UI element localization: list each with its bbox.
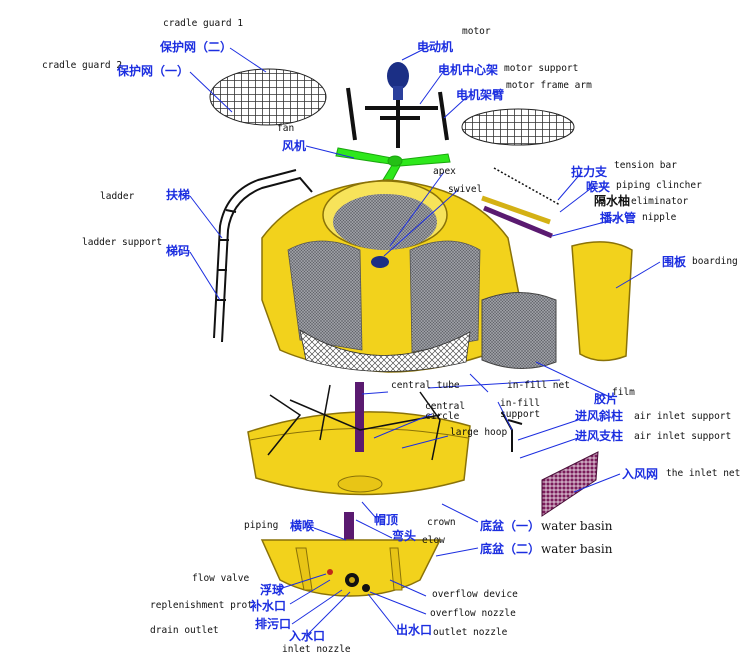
- label-air-inlet-support-1-en: air inlet support: [634, 411, 732, 422]
- label-inlet-nozzle-en: inlet nozzle: [282, 644, 351, 655]
- label-piping-en: piping: [244, 520, 279, 531]
- air-inlet-base: [247, 382, 471, 496]
- label-flow-valve-cn: 浮球: [260, 583, 285, 597]
- ladder-icon: [213, 169, 313, 343]
- label-nipple-cn: 播水管: [600, 211, 637, 225]
- label-air-inlet-support-2-cn: 进风支柱: [575, 429, 624, 443]
- label-infill-net-en: in-fill net: [507, 380, 570, 391]
- cradle-guard-2-mesh: [209, 68, 327, 126]
- motor-frame-arm: [346, 87, 449, 148]
- label-inlet-net-en: the inlet net: [666, 468, 741, 479]
- eliminator-bar: [481, 195, 551, 225]
- label-cradle-guard-1-cn: 保护网（一）: [117, 64, 190, 78]
- label-motor-cn: 电动机: [417, 40, 454, 54]
- label-piping-cn: 横喉: [290, 519, 315, 533]
- label-cradle-guard-1-en: cradle guard 1: [163, 18, 244, 29]
- label-replenishment-en: replenishment prot: [150, 600, 253, 611]
- label-central-circle-en-1: central: [425, 401, 466, 412]
- label-drain-outlet-cn: 排污口: [255, 617, 292, 631]
- label-elbow-en: elow: [422, 535, 445, 546]
- label-tension-bar-en: tension bar: [614, 160, 677, 171]
- label-overflow-device-en: overflow device: [432, 589, 518, 600]
- label-flow-valve-en: flow valve: [192, 573, 250, 584]
- label-eliminator-cn: 隔水柚: [594, 194, 631, 208]
- inlet-net: [541, 451, 599, 517]
- label-crown-cn: 帽顶: [374, 513, 399, 527]
- label-outlet-nozzle-en: outlet nozzle: [433, 627, 508, 638]
- label-tension-bar-cn: 拉力支: [571, 165, 608, 179]
- label-motor-frame-arm-cn: 电机架臂: [456, 88, 505, 102]
- label-drain-outlet-en: drain outlet: [150, 625, 219, 636]
- infill-block: [481, 292, 557, 370]
- label-crown-en: crown: [427, 517, 456, 528]
- label-apex-en: apex: [433, 166, 456, 177]
- tension-bar: [493, 167, 561, 206]
- label-ladder-support-cn: 梯码: [166, 244, 191, 258]
- label-fan-en: fan: [277, 123, 295, 134]
- label-outlet-nozzle-cn: 出水口: [396, 623, 433, 637]
- label-central-tube-en: central tube: [391, 380, 460, 391]
- label-boarding-en: boarding: [692, 256, 738, 267]
- label-replenishment-cn: 补水口: [250, 599, 287, 613]
- cradle-guard-1-mesh: [461, 108, 575, 146]
- label-ladder-en: ladder: [100, 191, 135, 202]
- label-ladder-cn: 扶梯: [166, 188, 191, 202]
- label-central-circle-en-2: circle: [425, 411, 460, 422]
- boarding-panel: [571, 241, 633, 362]
- label-nipple-en: nipple: [642, 212, 677, 223]
- label-fan-cn: 风机: [282, 139, 307, 153]
- label-motor-support-en: motor support: [504, 63, 579, 74]
- label-water-basin-2-en: water basin: [541, 542, 613, 556]
- leader-lines: [189, 45, 661, 637]
- label-infill-support-en-1: in-fill: [500, 398, 541, 409]
- label-inlet-nozzle-cn: 入水口: [289, 629, 326, 643]
- label-motor-frame-arm-en: motor frame arm: [506, 80, 592, 91]
- tower-shell: [261, 179, 521, 373]
- label-ladder-support-en: ladder support: [82, 237, 163, 248]
- label-large-hoop-en: large hoop: [450, 427, 508, 438]
- label-film-cn: 胶片: [594, 392, 619, 406]
- label-infill-support-en-2: support: [500, 409, 541, 420]
- label-motor-support-cn: 电机中心架: [438, 63, 499, 77]
- label-film-en: film: [612, 387, 635, 398]
- label-inlet-net-cn: 入风网: [622, 467, 659, 481]
- label-water-basin-2-cn: 底盆（二）: [480, 542, 541, 556]
- label-air-inlet-support-1-cn: 进风斜柱: [575, 409, 624, 423]
- label-piping-clincher-en: piping clincher: [616, 180, 702, 191]
- label-water-basin-1-en: water basin: [541, 519, 613, 533]
- label-air-inlet-support-2-en: air inlet support: [634, 431, 732, 442]
- motor-icon: [387, 62, 409, 108]
- label-water-basin-1-cn: 底盆（一）: [480, 519, 541, 533]
- label-cradle-guard-2-cn: 保护网（二）: [160, 40, 233, 54]
- label-elbow-cn: 弯头: [392, 529, 417, 543]
- label-boarding-cn: 围板: [662, 255, 687, 269]
- label-cradle-guard-2-en: cradle guard 2: [42, 60, 123, 71]
- nipple-pipe: [483, 205, 553, 239]
- label-motor-en: motor: [462, 26, 491, 37]
- label-swivel-en: swivel: [448, 184, 483, 195]
- label-eliminator-en: eliminator: [631, 196, 689, 207]
- label-overflow-nozzle-en: overflow nozzle: [430, 608, 516, 619]
- water-basin-lower: [260, 512, 442, 597]
- label-piping-clincher-cn: 喉夹: [586, 180, 611, 194]
